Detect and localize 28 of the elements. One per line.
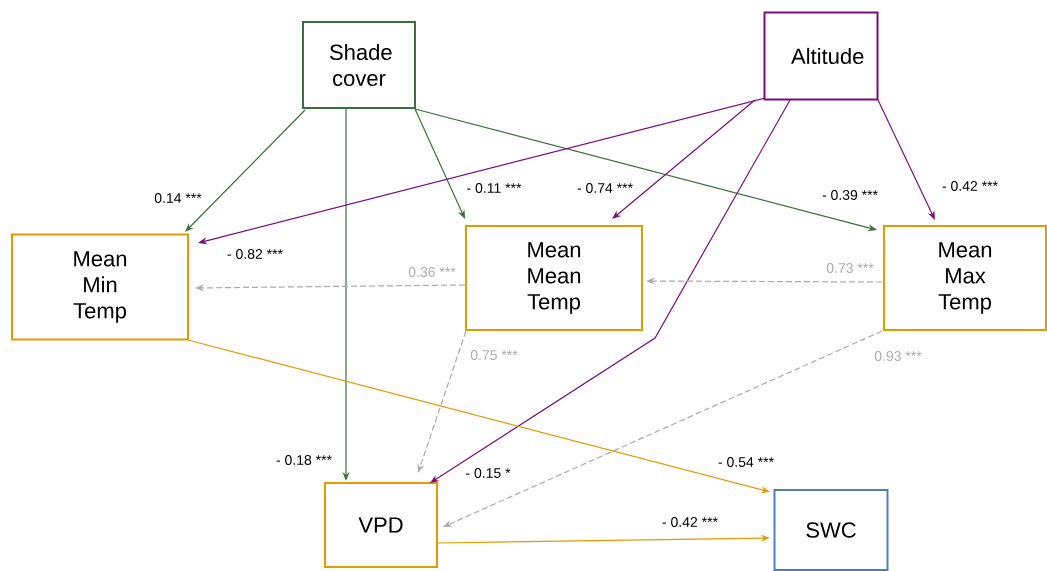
edge-label: 0.36 ***: [407, 266, 457, 278]
process-box: SWC: [773, 489, 889, 571]
arrow: [877, 99, 935, 220]
process-box: Mean Mean Temp: [465, 225, 643, 331]
process-box: Altitude: [763, 11, 879, 101]
process-box: Mean Max Temp: [883, 225, 1047, 331]
arrow: [414, 108, 465, 219]
edge-label: - 0.54 ***: [717, 456, 776, 468]
arrow: [612, 99, 756, 219]
arrow: [185, 109, 306, 232]
edge-label: 0.75 ***: [469, 349, 519, 361]
edge-label: 0.93 ***: [873, 350, 923, 362]
process-box: Mean Min Temp: [11, 233, 189, 341]
edge-label: - 0.74 ***: [576, 182, 634, 194]
edge-label: - 0.42 ***: [661, 516, 719, 528]
edge-label: 0.14 ***: [153, 192, 203, 204]
process-box: VPD: [324, 482, 438, 568]
edge-label: - 0.39 ***: [821, 189, 880, 201]
edge-label: - 0.42 ***: [941, 180, 1000, 192]
arrow: [430, 99, 791, 483]
edge-label: - 0.11 ***: [465, 182, 523, 194]
edge-label: - 0.18 ***: [275, 454, 333, 466]
edge-label: - 0.15 *: [464, 467, 512, 479]
edge-label: - 0.82 ***: [226, 248, 284, 260]
edge-label: 0.73 ***: [825, 262, 875, 274]
process-box: Shade cover: [302, 21, 416, 109]
arrow: [443, 330, 883, 527]
arrow: [417, 330, 467, 473]
